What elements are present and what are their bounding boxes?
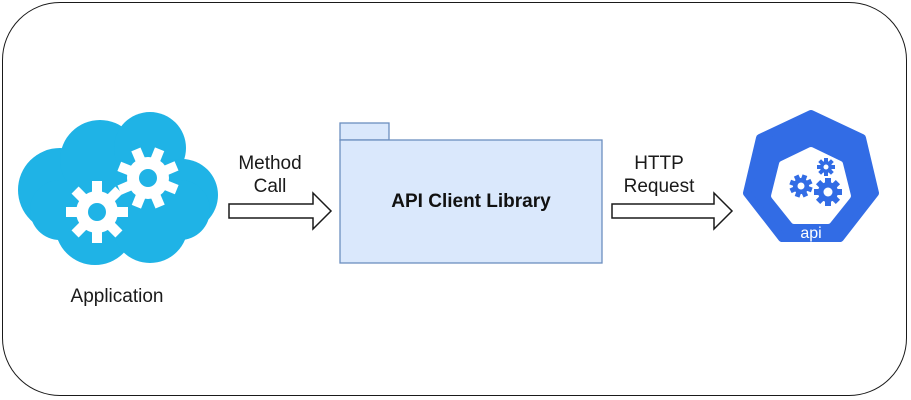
gear-icon [66, 181, 128, 243]
application-label: Application [70, 286, 164, 307]
folder-icon [339, 122, 603, 264]
http-request-line-1: HTTP [634, 153, 684, 174]
method-call-arrow [228, 191, 333, 231]
api-badge-label: api [800, 225, 822, 242]
method-call-line-1: Method [238, 153, 302, 174]
method-call-line-2: Call [253, 176, 287, 197]
gear-icon [789, 174, 813, 198]
http-request-label: HTTP Request [600, 152, 718, 198]
api-client-library-label: API Client Library [391, 190, 551, 212]
gear-icon [117, 147, 179, 209]
method-call-label: Method Call [215, 152, 325, 198]
cloud-gears-icon [18, 112, 218, 265]
gear-icon [817, 158, 835, 176]
http-request-arrow [611, 191, 734, 231]
http-request-line-2: Request [623, 176, 695, 197]
kubernetes-api-icon [743, 110, 879, 242]
gear-icon [814, 178, 842, 206]
